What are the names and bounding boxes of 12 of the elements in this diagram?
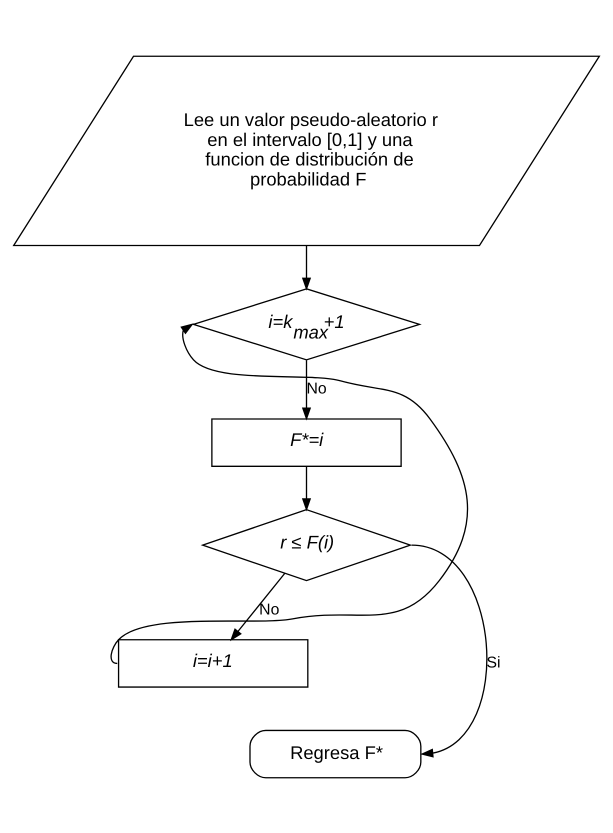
arrow bbox=[302, 360, 312, 420]
node-box: i=i+1 bbox=[118, 638, 308, 688]
edge-label: No bbox=[259, 600, 280, 618]
arrow bbox=[110, 322, 468, 664]
node-box: F*=i bbox=[211, 418, 402, 466]
edge-label: No bbox=[306, 380, 327, 397]
arrow bbox=[302, 466, 312, 511]
node-box: Regresa F* bbox=[249, 729, 422, 778]
arrow bbox=[302, 245, 312, 290]
arrow bbox=[230, 572, 286, 641]
node-diamond: r ≤ F(i) bbox=[200, 508, 412, 581]
arrow bbox=[412, 544, 488, 758]
